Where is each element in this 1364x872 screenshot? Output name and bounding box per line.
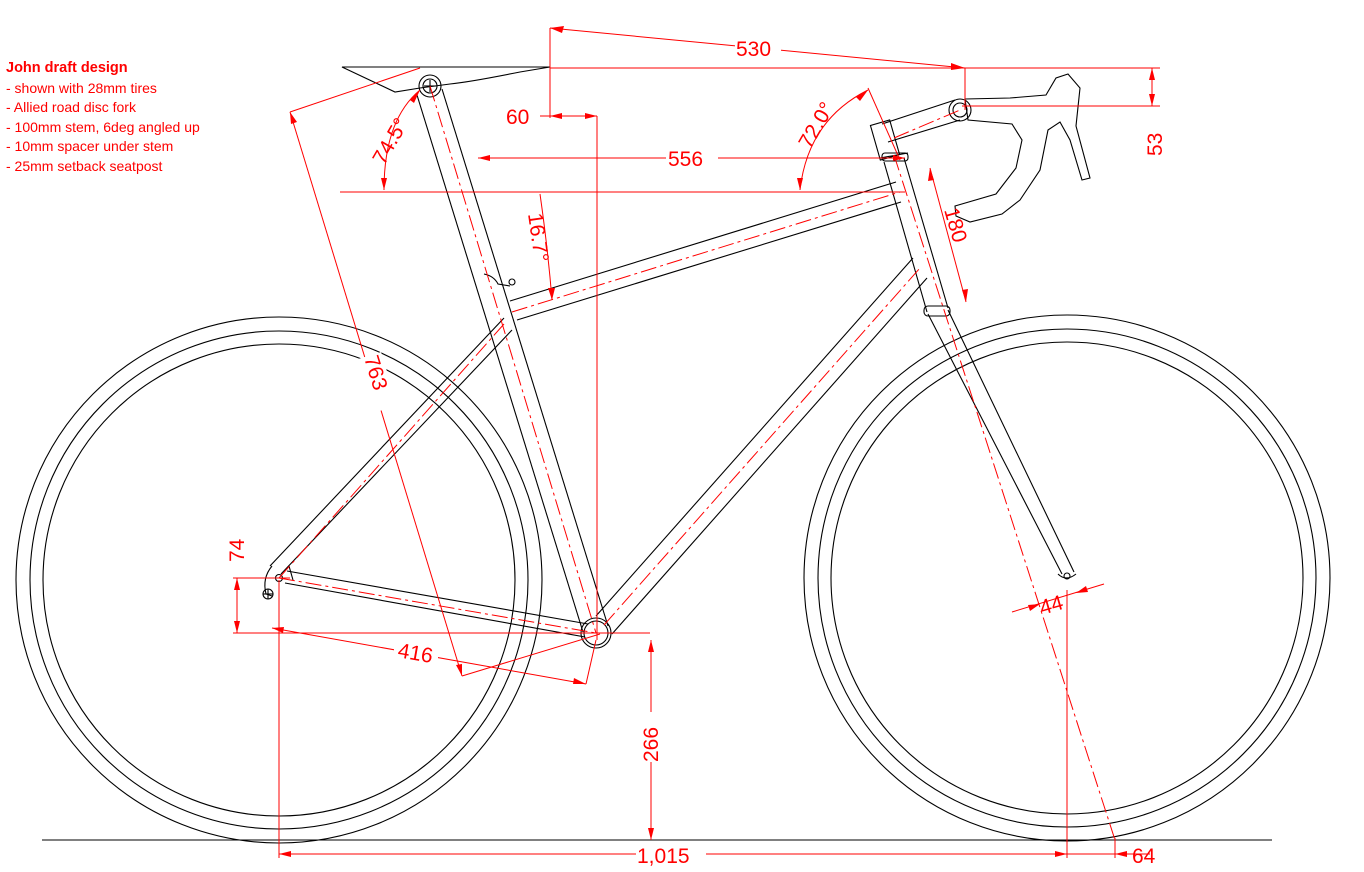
angle-72-0: 72.0°	[794, 98, 839, 152]
fork	[927, 309, 1077, 580]
note-line: - Allied road disc fork	[6, 99, 136, 115]
notes-title: John draft design	[6, 60, 128, 76]
dimension-lines	[233, 27, 1160, 858]
dimension-arrows	[234, 26, 1155, 857]
dim-53: 53	[1144, 133, 1167, 156]
note-line: - 100mm stem, 6deg angled up	[6, 118, 200, 135]
chain-stay	[284, 570, 589, 638]
note-line: - 25mm setback seatpost	[6, 157, 163, 174]
seat-stay	[269, 317, 513, 575]
saddle	[341, 66, 551, 98]
dim-530: 530	[736, 38, 771, 61]
down-tube	[595, 257, 928, 635]
head-tube	[879, 152, 949, 313]
top-tube	[509, 181, 902, 321]
dim-74: 74	[226, 538, 249, 562]
headset-cups	[881, 152, 951, 317]
cable-loop	[483, 273, 511, 287]
design-notes: John draft design - shown with 28mm tire…	[6, 59, 200, 176]
angle-74-5: 74.5°	[368, 114, 413, 168]
dimension-labels: 530 60 53 556 74.5° 72.0° 16.7° 180 763 …	[226, 36, 1167, 868]
dim-44: 44	[1037, 591, 1066, 620]
angle-16-7: 16.7°	[523, 211, 553, 263]
note-line: - 10mm spacer under stem	[6, 138, 174, 154]
dim-1015: 1,015	[637, 845, 690, 868]
handlebar	[954, 73, 1091, 223]
dim-64: 64	[1132, 845, 1156, 868]
dim-266: 266	[640, 727, 663, 762]
dim-60: 60	[506, 106, 529, 129]
dim-556: 556	[668, 148, 703, 171]
cable-guide	[508, 278, 516, 286]
centerlines	[278, 85, 1116, 841]
seat-tube	[416, 88, 609, 633]
dim-180: 180	[939, 205, 971, 245]
stem	[869, 98, 972, 161]
note-line: - shown with 28mm tires	[6, 79, 157, 96]
